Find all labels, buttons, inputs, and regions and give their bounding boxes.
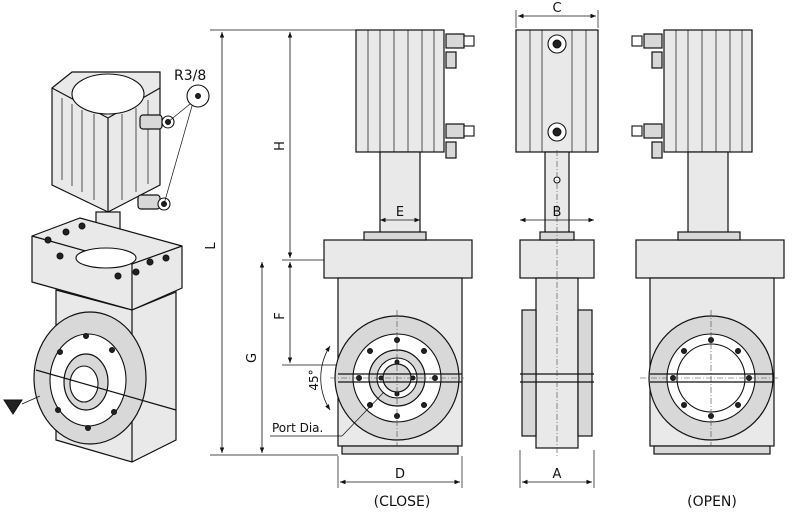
close-fitting-bottom <box>445 123 475 159</box>
close-bonnet <box>323 239 473 279</box>
dim-L-label: L <box>204 242 219 250</box>
dim-B-label: B <box>553 205 562 220</box>
dim-D-label: D <box>395 467 405 482</box>
close-stem <box>379 151 421 235</box>
open-fitting-top <box>631 33 663 69</box>
close-fitting-top <box>445 33 475 69</box>
dim-H-label: H <box>273 141 288 151</box>
open-fitting-bottom <box>631 123 663 159</box>
dim-G-label: G <box>245 353 260 363</box>
dimension-lines: L H F G <box>204 29 356 456</box>
close-actuator <box>355 29 445 153</box>
iso-air-fitting-upper <box>139 114 175 130</box>
dim-A-label: A <box>553 467 562 482</box>
iso-cylinder-bore <box>71 73 145 115</box>
port-dia-label: Port Dia. <box>272 421 323 435</box>
open-stem <box>687 151 729 235</box>
isometric-view: R3/8 <box>3 68 210 463</box>
side-view: C B A <box>515 1 599 488</box>
thread-size-label: R3/8 <box>174 68 206 84</box>
flow-direction-icon <box>3 399 23 415</box>
dim-C-label: C <box>552 1 561 16</box>
angle-label: 45° <box>307 369 321 390</box>
front-view-close: 45° Port Dia. E D (CLOSE) <box>270 29 475 510</box>
open-view-caption: (OPEN) <box>687 494 737 510</box>
front-view-open: (OPEN) <box>631 29 785 510</box>
dim-E-label: E <box>396 205 404 220</box>
open-actuator <box>663 29 753 153</box>
iso-air-fitting-lower <box>137 194 171 211</box>
open-bonnet <box>635 239 785 279</box>
dim-F-label: F <box>273 312 288 319</box>
close-view-caption: (CLOSE) <box>374 494 431 510</box>
